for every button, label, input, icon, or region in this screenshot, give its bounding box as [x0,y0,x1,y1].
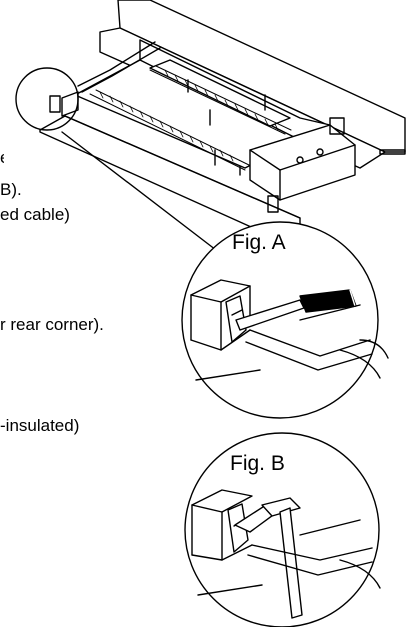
detail-callout-circle [15,67,79,131]
instruction-text-fragment-2: B). [0,180,22,199]
instruction-text-fragment-4: r rear corner). [0,315,104,334]
instruction-text-fragment-1: e [0,148,4,168]
leader-line [61,131,217,251]
instruction-text-fragment-3: ed cable) [0,205,70,224]
fig-a-label: Fig. A [232,231,286,254]
fig-a-detail [181,221,389,419]
fig-b-detail [184,432,381,627]
instruction-text-fragment-5: -insulated) [0,416,80,435]
fig-b-label: Fig. B [230,452,285,475]
fixture-housing [39,0,406,241]
vent-perforations [89,65,292,171]
